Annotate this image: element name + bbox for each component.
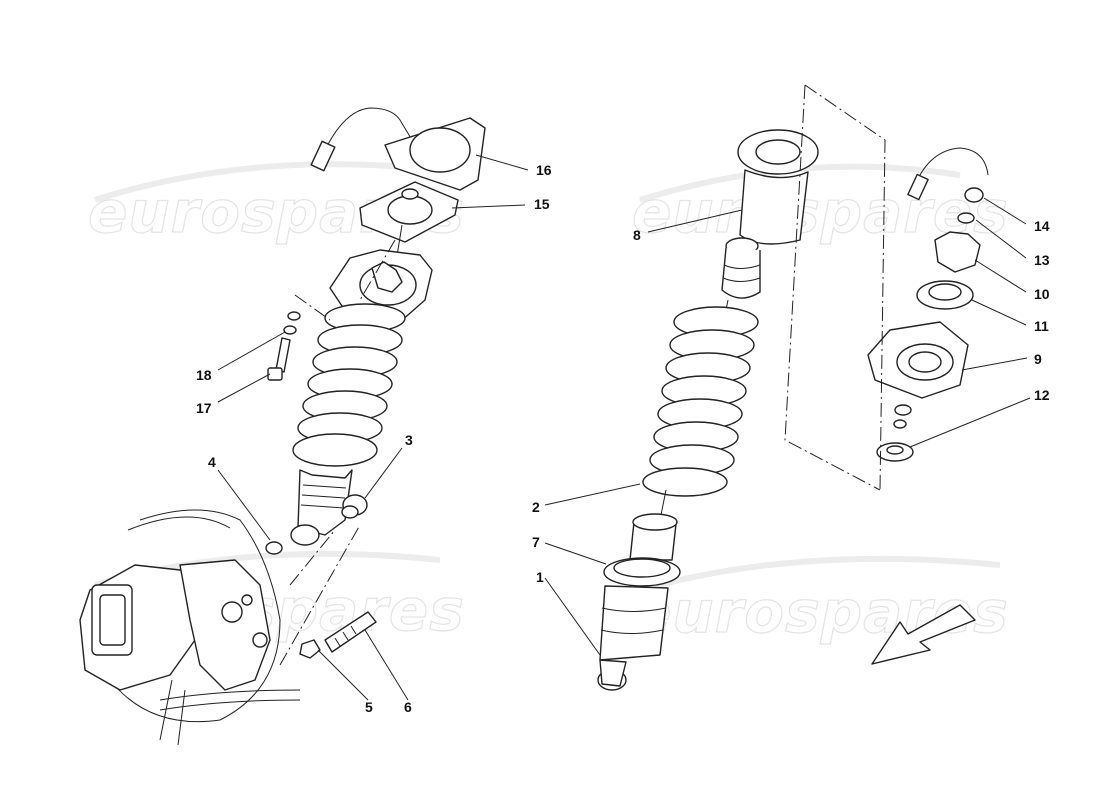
callout-12: 12 [1034, 387, 1050, 403]
callout-10: 10 [1034, 286, 1050, 302]
callout-9: 9 [1034, 351, 1042, 367]
callout-2: 2 [532, 499, 540, 515]
callout-4: 4 [208, 454, 216, 470]
right-shock-assembly [597, 84, 989, 691]
left-shock-assembly [265, 107, 486, 666]
callout-15: 15 [534, 196, 550, 212]
callout-16: 16 [536, 162, 552, 178]
watermark-bottom-right: eurospares [632, 578, 1009, 646]
callout-17: 17 [196, 400, 212, 416]
callout-13: 13 [1034, 252, 1050, 268]
callout-6: 6 [404, 699, 412, 715]
direction-arrow [871, 604, 976, 665]
callout-3: 3 [405, 432, 413, 448]
leader-lines [217, 154, 1031, 701]
left-spring [292, 303, 406, 467]
callout-14: 14 [1034, 218, 1050, 234]
callout-labels: 1 2 3 4 5 6 7 8 9 10 11 12 13 14 15 16 1… [196, 162, 1050, 715]
callout-18: 18 [196, 367, 212, 383]
callout-8: 8 [633, 227, 641, 243]
right-spring [642, 299, 759, 497]
callout-11: 11 [1034, 318, 1049, 334]
callout-1: 1 [536, 569, 544, 585]
callout-5: 5 [365, 699, 373, 715]
callout-7: 7 [532, 534, 540, 550]
brake-hub-assembly [79, 509, 301, 746]
